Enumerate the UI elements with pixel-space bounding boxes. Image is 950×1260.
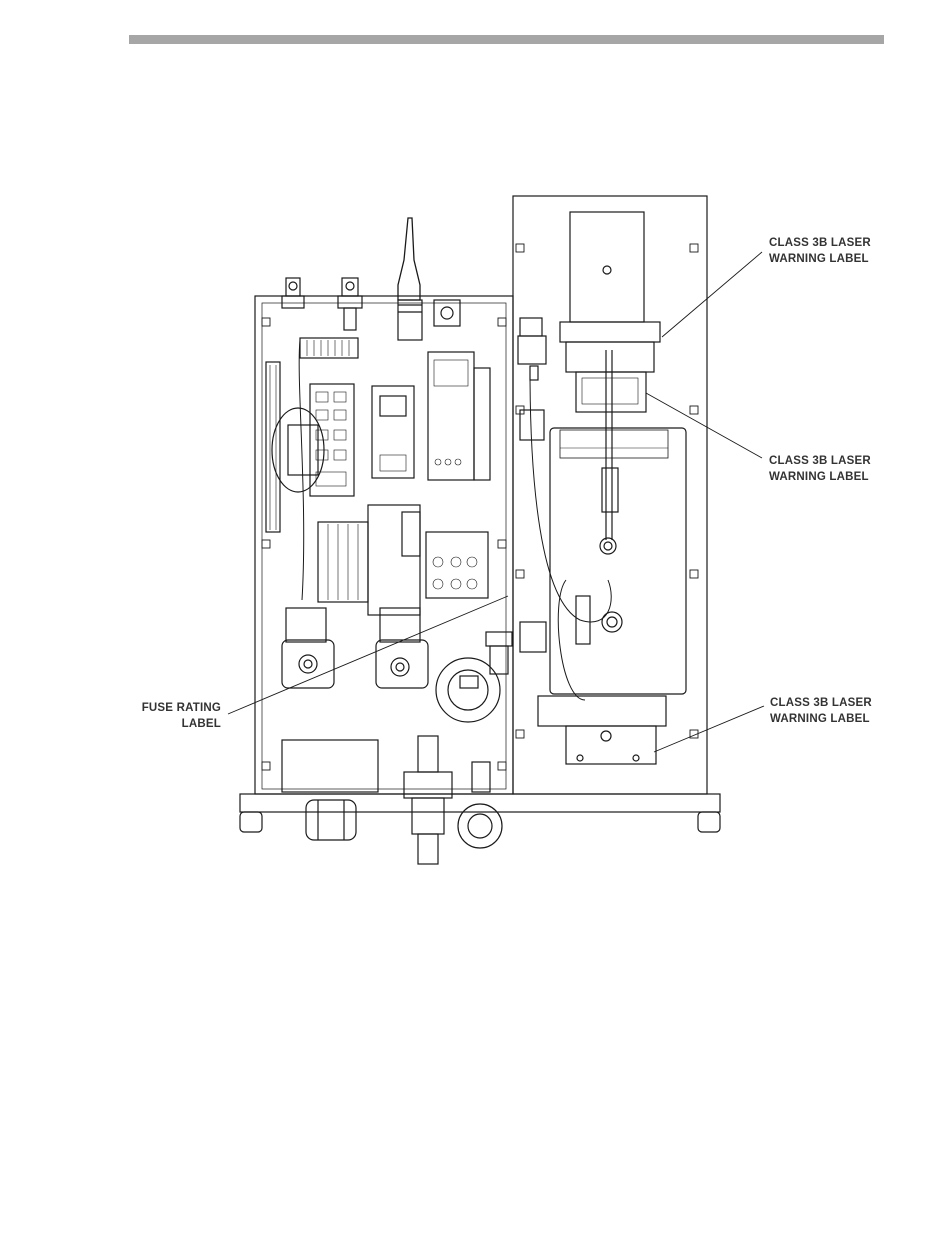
callout-line: LABEL — [130, 716, 221, 732]
mounting-hole-icon — [516, 244, 698, 738]
callout-line: CLASS 3B LASER — [769, 235, 871, 251]
callout-fuse-rating: FUSE RATING LABEL — [130, 700, 221, 732]
solenoid-valve-left — [282, 608, 334, 688]
callout-laser-warning-3: CLASS 3B LASER WARNING LABEL — [770, 695, 872, 727]
leader-laser-label-1 — [662, 252, 762, 337]
callout-line: WARNING LABEL — [769, 469, 871, 485]
callout-laser-warning-1: CLASS 3B LASER WARNING LABEL — [769, 235, 871, 267]
callout-line: FUSE RATING — [130, 700, 221, 716]
pressure-regulator — [436, 632, 512, 722]
callout-leaders — [228, 252, 764, 752]
callout-line: CLASS 3B LASER — [770, 695, 872, 711]
callout-line: CLASS 3B LASER — [769, 453, 871, 469]
leader-laser-label-3 — [654, 706, 764, 752]
callout-laser-warning-2: CLASS 3B LASER WARNING LABEL — [769, 453, 871, 485]
callout-line: WARNING LABEL — [769, 251, 871, 267]
callout-line: WARNING LABEL — [770, 711, 872, 727]
laser-compartment — [513, 196, 707, 794]
base-plate — [240, 736, 720, 864]
electronics-panel — [255, 218, 513, 794]
